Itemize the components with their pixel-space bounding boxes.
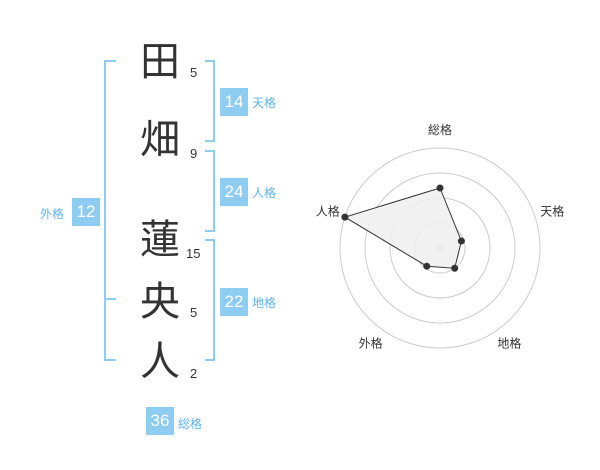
soukaku-badge: 36 [146, 407, 174, 435]
chikaku-bracket [205, 239, 215, 361]
radar-axis-label-1: 総格 [428, 122, 452, 137]
radar-ring [364, 172, 516, 324]
gaikaku-bracket-tick [104, 298, 116, 300]
radar-axis-label-3: 地格 [497, 335, 521, 350]
name-char-4: 央 [140, 279, 180, 325]
stroke-count-2: 9 [190, 146, 198, 161]
radar-axis-label-2: 天格 [540, 204, 564, 219]
name-char-2: 畑 [140, 117, 180, 163]
radar-axis-label-4: 外格 [359, 335, 383, 350]
gaikaku-bracket [104, 60, 116, 361]
tenkaku-label: 天格 [252, 96, 277, 110]
stroke-count-3: 15 [186, 246, 201, 261]
stroke-count-1: 5 [190, 65, 198, 80]
radar-point-3 [451, 264, 459, 272]
stroke-count-4: 5 [190, 305, 198, 320]
soukaku-label: 総格 [178, 417, 203, 431]
radar-axis-label-5: 人格 [316, 204, 340, 219]
chikaku-label: 地格 [252, 296, 277, 310]
name-char-1: 田 [140, 39, 180, 85]
name-char-5: 人 [140, 339, 180, 385]
radar-ring [339, 147, 541, 349]
radar-point-1 [436, 184, 444, 192]
jinkaku-bracket [205, 150, 215, 232]
tenkaku-badge: 14 [220, 88, 248, 116]
jinkaku-badge: 24 [220, 178, 248, 206]
tenkaku-bracket [205, 60, 215, 142]
radar-point-5 [341, 213, 349, 221]
name-char-3: 蓮 [140, 217, 180, 263]
radar-point-2 [457, 237, 465, 245]
chikaku-badge: 22 [220, 288, 248, 316]
radar-point-4 [423, 262, 431, 270]
gaikaku-badge: 12 [72, 198, 100, 226]
stroke-count-5: 2 [190, 366, 198, 381]
jinkaku-label: 人格 [252, 186, 277, 200]
radar-polygon [343, 187, 462, 269]
gaikaku-label: 外格 [40, 207, 65, 221]
